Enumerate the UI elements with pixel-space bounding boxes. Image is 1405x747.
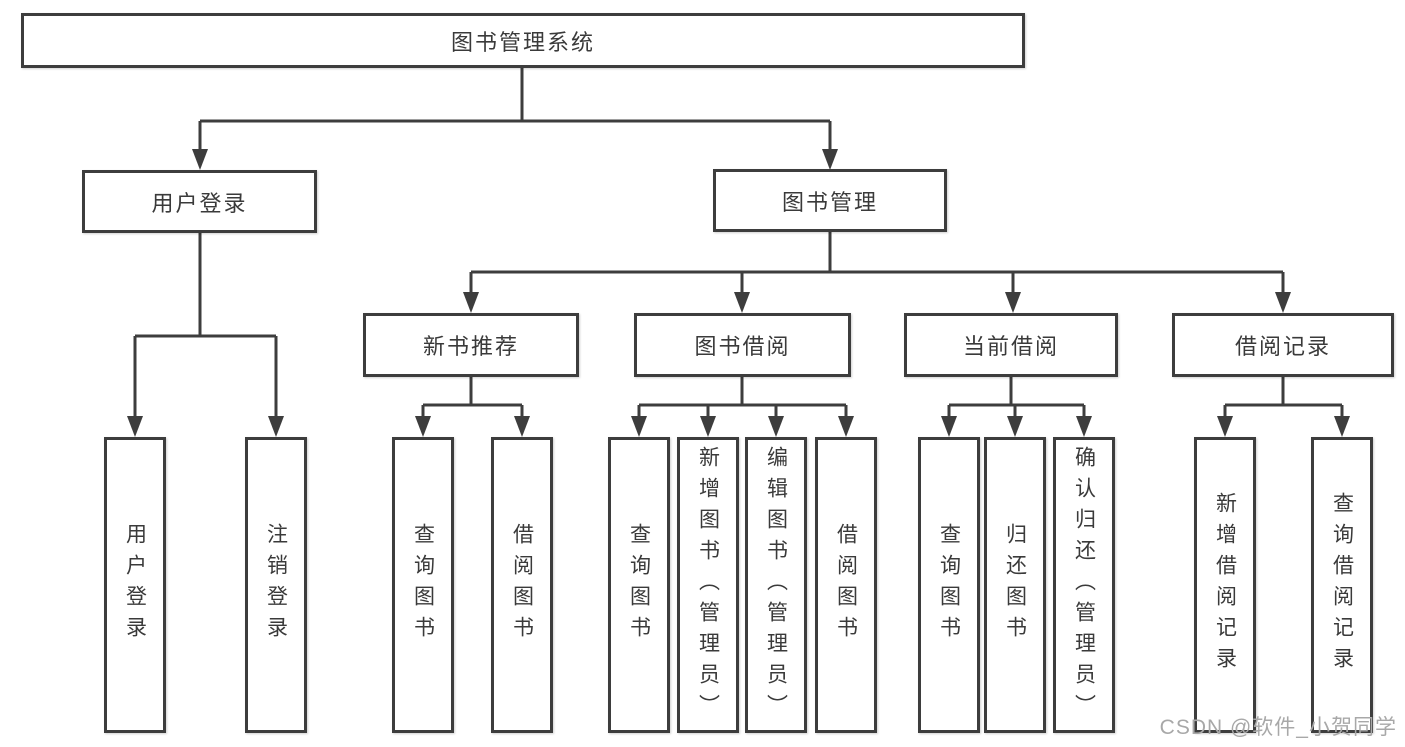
leaf-nbr-query-book: 查询图书 xyxy=(392,437,454,733)
arrowhead-bb-edit xyxy=(768,416,784,437)
node-current-borrow: 当前借阅 xyxy=(904,313,1118,377)
leaf-logout-label: 注销登录 xyxy=(264,523,288,647)
leaf-cb-confirm-return-label: 确认归还（管理员） xyxy=(1072,445,1096,725)
arrowhead-cb-confirm xyxy=(1076,416,1092,437)
leaf-bb-borrow-book: 借阅图书 xyxy=(815,437,877,733)
leaf-bb-query-book-label: 查询图书 xyxy=(627,523,651,647)
arrowhead-bb-query xyxy=(631,416,647,437)
leaf-user-login: 用户登录 xyxy=(104,437,166,733)
arrowhead-user-login xyxy=(192,149,208,170)
node-book-borrow-label: 图书借阅 xyxy=(694,334,791,359)
arrowhead-nbr-borrow xyxy=(514,416,530,437)
leaf-br-add-record: 新增借阅记录 xyxy=(1194,437,1256,733)
leaf-bb-add-book: 新增图书（管理员） xyxy=(677,437,739,733)
arrowhead-leaf-user-login xyxy=(127,416,143,437)
node-book-management: 图书管理 xyxy=(713,169,947,232)
leaf-bb-edit-book: 编辑图书（管理员） xyxy=(745,437,807,733)
node-borrow-record-label: 借阅记录 xyxy=(1234,334,1331,359)
arrowhead-br-add xyxy=(1217,416,1233,437)
node-root-label: 图书管理系统 xyxy=(450,29,595,55)
leaf-bb-borrow-book-label: 借阅图书 xyxy=(834,523,858,647)
arrowhead-bb-add xyxy=(700,416,716,437)
node-user-login-label: 用户登录 xyxy=(151,190,248,216)
node-current-borrow-label: 当前借阅 xyxy=(962,334,1059,359)
node-book-management-label: 图书管理 xyxy=(781,189,878,215)
node-new-book-recommend-label: 新书推荐 xyxy=(422,334,519,359)
arrowhead-leaf-logout xyxy=(268,416,284,437)
node-book-borrow: 图书借阅 xyxy=(634,313,851,377)
leaf-cb-confirm-return: 确认归还（管理员） xyxy=(1053,437,1115,733)
leaf-bb-edit-book-label: 编辑图书（管理员） xyxy=(764,445,788,725)
node-root: 图书管理系统 xyxy=(21,13,1025,68)
leaf-nbr-borrow-book: 借阅图书 xyxy=(491,437,553,733)
leaf-cb-return-book: 归还图书 xyxy=(984,437,1046,733)
arrowhead-new-book-recommend xyxy=(463,292,479,313)
leaf-nbr-borrow-book-label: 借阅图书 xyxy=(510,523,534,647)
leaf-cb-return-book-label: 归还图书 xyxy=(1003,523,1027,647)
leaf-br-query-record-label: 查询借阅记录 xyxy=(1330,492,1354,678)
arrowhead-cb-return xyxy=(1007,416,1023,437)
leaf-user-login-label: 用户登录 xyxy=(123,523,147,647)
arrowhead-current-borrow xyxy=(1005,292,1021,313)
leaf-cb-query-book-label: 查询图书 xyxy=(937,523,961,647)
arrowhead-nbr-query xyxy=(415,416,431,437)
leaf-cb-query-book: 查询图书 xyxy=(918,437,980,733)
leaf-br-query-record: 查询借阅记录 xyxy=(1311,437,1373,733)
leaf-bb-query-book: 查询图书 xyxy=(608,437,670,733)
node-borrow-record: 借阅记录 xyxy=(1172,313,1394,377)
leaf-br-add-record-label: 新增借阅记录 xyxy=(1213,492,1237,678)
watermark-csdn: CSDN @软件_小贺同学 xyxy=(1159,716,1397,739)
arrowhead-borrow-record xyxy=(1275,292,1291,313)
leaf-logout: 注销登录 xyxy=(245,437,307,733)
arrowhead-bb-borrow xyxy=(838,416,854,437)
arrowhead-br-query xyxy=(1334,416,1350,437)
node-new-book-recommend: 新书推荐 xyxy=(363,313,579,377)
arrowhead-book-borrow xyxy=(734,292,750,313)
arrowhead-cb-query xyxy=(941,416,957,437)
arrowhead-book-management xyxy=(822,149,838,170)
leaf-nbr-query-book-label: 查询图书 xyxy=(411,523,435,647)
leaf-bb-add-book-label: 新增图书（管理员） xyxy=(696,445,720,725)
node-user-login: 用户登录 xyxy=(82,170,317,233)
